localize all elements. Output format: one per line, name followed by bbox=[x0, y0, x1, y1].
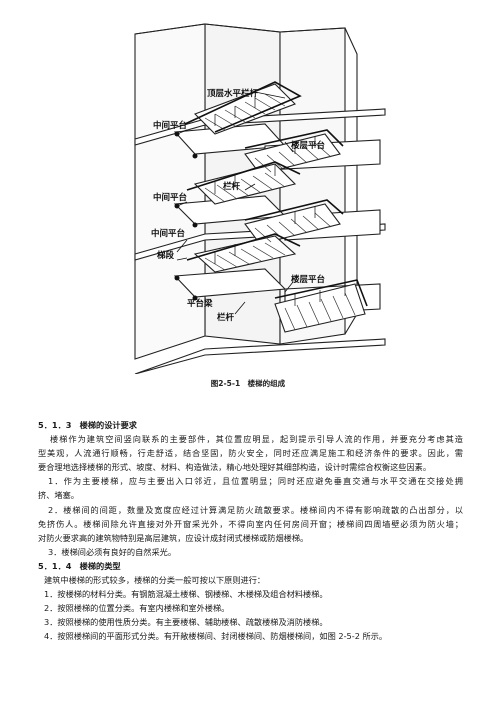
list-item: 2．楼梯间的间距，数量及宽度应经过计算满足防火疏散要求。楼梯间内不得有影响疏散的… bbox=[48, 504, 463, 515]
label-mid-landing-2: 中间平台 bbox=[153, 192, 188, 203]
label-mid-landing-1: 中间平台 bbox=[153, 120, 188, 131]
staircase-figure: 顶层水平栏杆 中间平台 楼层平台 中间平台 栏杆 中间平台 梯段 楼层平台 平台… bbox=[95, 14, 415, 374]
list-item: 1．作为主要楼梯，应与主要出入口邻近，且位置明显；同时还应避免垂直交通与水平交通… bbox=[48, 476, 463, 487]
list-item: 3．楼梯间必须有良好的自然采光。 bbox=[48, 546, 177, 557]
list-item-continued: 对防火要求高的建筑物特别是高层建筑，应设计成封闭式楼梯或防烟楼梯。 bbox=[38, 532, 309, 543]
list-item-continued: 免挤伤人。楼梯间除允许直接对外开窗采光外，不得向室内任何房间开窗；楼梯间四周墙壁… bbox=[38, 518, 463, 529]
list-item: 1．按楼梯的材料分类。有钢筋混凝土楼梯、钢楼梯、木楼梯及组合材料楼梯。 bbox=[44, 589, 328, 600]
list-item-continued: 挤、堵塞。 bbox=[38, 490, 79, 501]
list-item: 2．按照楼梯的位置分类。有室内楼梯和室外楼梯。 bbox=[44, 603, 230, 614]
label-mid-landing-3: 中间平台 bbox=[151, 228, 186, 239]
label-railing: 栏杆 bbox=[223, 181, 241, 192]
figure-caption: 图2-5-1 楼梯的组成 bbox=[210, 379, 286, 388]
body-text: 5．1．3 楼梯的设计要求 楼梯作为建筑空间竖向联系的主要部件，其位置应明显，起… bbox=[38, 418, 463, 644]
label-floor-landing-2: 楼层平台 bbox=[291, 274, 326, 285]
section-heading-514: 5．1．4 楼梯的类型 bbox=[38, 560, 121, 571]
section-heading-513: 5．1．3 楼梯的设计要求 bbox=[38, 420, 137, 430]
paragraph-line: 要合理地选择楼梯的形式、坡度、材料、构造做法，精心地处理好其细部构造，设计时需综… bbox=[38, 462, 432, 473]
staircase-drawing: 顶层水平栏杆 中间平台 楼层平台 中间平台 栏杆 中间平台 梯段 楼层平台 平台… bbox=[134, 23, 386, 374]
label-top-rail: 顶层水平栏杆 bbox=[207, 88, 259, 99]
label-stair-flight: 梯段 bbox=[157, 250, 175, 261]
list-item: 3．按照楼梯的使用性质分类。有主要楼梯、辅助楼梯、疏散楼梯及消防楼梯。 bbox=[44, 617, 328, 628]
list-item: 4．按照楼梯间的平面形式分类。有开敞楼梯间、封闭楼梯间、防烟楼梯间，如图 2-5… bbox=[44, 631, 388, 642]
paragraph-line: 型美观，人流通行顺畅，行走舒适，结合坚固，防火安全，同时还应满足施工和经济条件的… bbox=[38, 448, 463, 459]
intro-line: 建筑中楼梯的形式较多，楼梯的分类一般可按以下原则进行： bbox=[44, 575, 266, 586]
label-floor-landing-1: 楼层平台 bbox=[291, 140, 326, 151]
label-baluster: 栏杆 bbox=[217, 312, 235, 323]
label-landing-beam: 平台梁 bbox=[187, 298, 213, 309]
paragraph-line: 楼梯作为建筑空间竖向联系的主要部件，其位置应明显，起到提示引导人流的作用，并要充… bbox=[50, 434, 463, 445]
